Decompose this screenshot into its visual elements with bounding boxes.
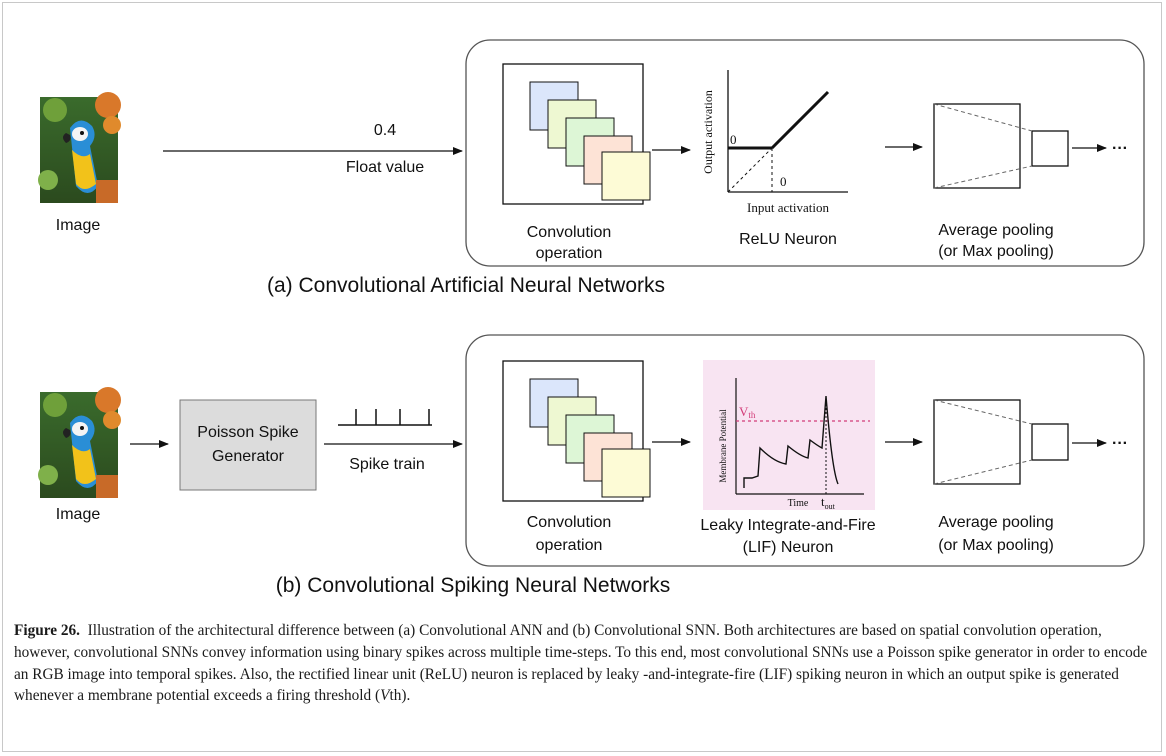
- relu-label: ReLU Neuron: [739, 231, 837, 248]
- lif-label-line2: (LIF) Neuron: [743, 539, 834, 556]
- arrow-a-value: 0.4: [374, 122, 396, 139]
- lif-membrane-trace: [743, 395, 839, 488]
- lif-xlabel: Time: [788, 498, 809, 509]
- panel-b-network-box: [465, 334, 1145, 567]
- caption-vth-v: V: [380, 687, 390, 705]
- lif-ylabel: Membrane Potential: [718, 409, 728, 483]
- figure-diagram: Image 0.4 Float value Convolution operat…: [38, 39, 1145, 597]
- relu-linear-segment: [770, 90, 830, 150]
- lif-plot-background: [703, 360, 875, 510]
- pool-label-a-line2: (or Max pooling): [938, 243, 1054, 260]
- relu-dashed-identity: [727, 147, 773, 193]
- panel-a-network-box: [465, 39, 1145, 267]
- relu-plot: [727, 70, 848, 193]
- lif-label-line1: Leaky Integrate-and-Fire: [700, 517, 875, 534]
- relu-zero-x: 0: [780, 174, 787, 189]
- caption-text-end: ).: [401, 687, 411, 705]
- conv-label-b-line1: Convolution: [527, 514, 612, 531]
- conv-label-a-line1: Convolution: [527, 224, 612, 241]
- ellipsis-a: ···: [1112, 140, 1128, 157]
- ellipsis-b: ···: [1112, 435, 1128, 452]
- spike-train-icon: [338, 409, 432, 426]
- conv-label-b-line2: operation: [536, 537, 603, 554]
- lif-tout: tout: [821, 494, 836, 511]
- relu-ylabel: Output activation: [701, 90, 715, 174]
- spike-train-label: Spike train: [349, 456, 425, 473]
- feature-maps-a: [529, 81, 651, 201]
- caption-vth-rest: th: [389, 687, 402, 705]
- lif-vth: Vth: [739, 404, 756, 420]
- pool-label-b-line2: (or Max pooling): [938, 537, 1054, 554]
- generator-label-line2: Generator: [212, 448, 285, 465]
- figure-caption: Figure 26. Illustration of the architect…: [14, 620, 1152, 707]
- panel-a-image-label: Image: [56, 217, 101, 234]
- poisson-generator-box: [179, 399, 317, 491]
- parrot-image-a: [38, 92, 121, 203]
- feature-maps-b: [529, 378, 651, 498]
- parrot-image-b: [38, 387, 121, 498]
- panel-a-title: (a) Convolutional Artificial Neural Netw…: [267, 274, 665, 297]
- relu-xlabel: Input activation: [747, 200, 829, 215]
- panel-b-title: (b) Convolutional Spiking Neural Network…: [276, 574, 671, 597]
- arrow-a-label: Float value: [346, 159, 424, 176]
- conv-label-a-line2: operation: [536, 245, 603, 262]
- relu-zero-y: 0: [730, 132, 737, 147]
- panel-b-image-label: Image: [56, 506, 101, 523]
- pool-label-b-line1: Average pooling: [938, 514, 1053, 531]
- pool-label-a-line1: Average pooling: [938, 222, 1053, 239]
- lif-plot: [735, 378, 870, 495]
- pooling-block-a: [933, 103, 1069, 189]
- caption-text: Illustration of the architectural differ…: [14, 622, 1148, 705]
- caption-label: Figure 26.: [14, 622, 80, 639]
- pooling-block-b: [933, 399, 1069, 485]
- generator-label-line1: Poisson Spike: [197, 424, 298, 441]
